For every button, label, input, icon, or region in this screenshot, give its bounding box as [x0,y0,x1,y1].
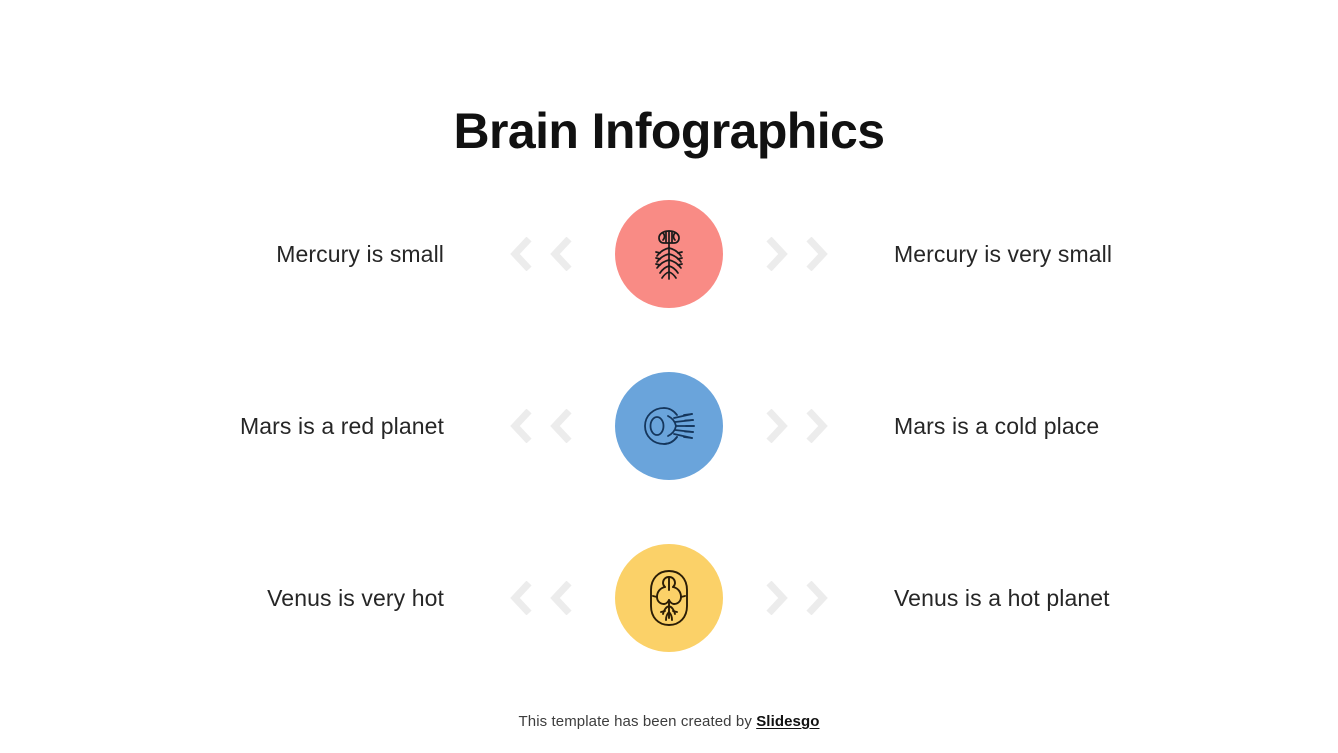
chevron-right-icon [766,409,788,443]
infographic-row: Venus is very hot [0,512,1338,684]
infographic-rows: Mercury is small [0,168,1338,684]
infographic-row: Mars is a red planet [0,340,1338,512]
row-icon-circle[interactable] [615,372,723,480]
chevron-left-icon [550,237,572,271]
brain-top-view-icon [646,568,692,628]
right-chevron-group [744,237,894,271]
footer-credit: This template has been created by Slides… [0,711,1338,733]
right-chevron-group [744,409,894,443]
left-chevron-group [444,237,594,271]
row-left-label: Venus is very hot [267,585,444,611]
row-left-label: Mercury is small [276,241,444,267]
chevron-left-icon [550,581,572,615]
row-icon-circle[interactable] [615,544,723,652]
right-chevron-group [744,581,894,615]
row-right-label: Venus is a hot planet [894,585,1110,611]
chevron-right-icon [766,581,788,615]
chevron-right-icon [806,581,828,615]
row-right-label: Mercury is very small [894,241,1113,267]
row-left-label: Mars is a red planet [240,413,444,439]
infographic-row: Mercury is small [0,168,1338,340]
eye-optic-nerve-icon [640,404,698,448]
chevron-left-icon [550,409,572,443]
row-icon-circle[interactable] [615,200,723,308]
page-title: Brain Infographics [453,102,886,159]
nervous-system-icon [643,223,695,285]
row-right-label: Mars is a cold place [894,413,1100,439]
chevron-right-icon [806,409,828,443]
chevron-right-icon [766,237,788,271]
chevron-left-icon [510,409,532,443]
chevron-left-icon [510,237,532,271]
left-chevron-group [444,581,594,615]
row-icon-slot [594,372,744,480]
slidesgo-link[interactable]: Slidesgo [756,713,820,730]
chevron-left-icon [510,581,532,615]
footer-credit-text: This template has been created by [518,713,752,730]
row-icon-slot [594,200,744,308]
left-chevron-group [444,409,594,443]
chevron-right-icon [806,237,828,271]
row-icon-slot [594,544,744,652]
